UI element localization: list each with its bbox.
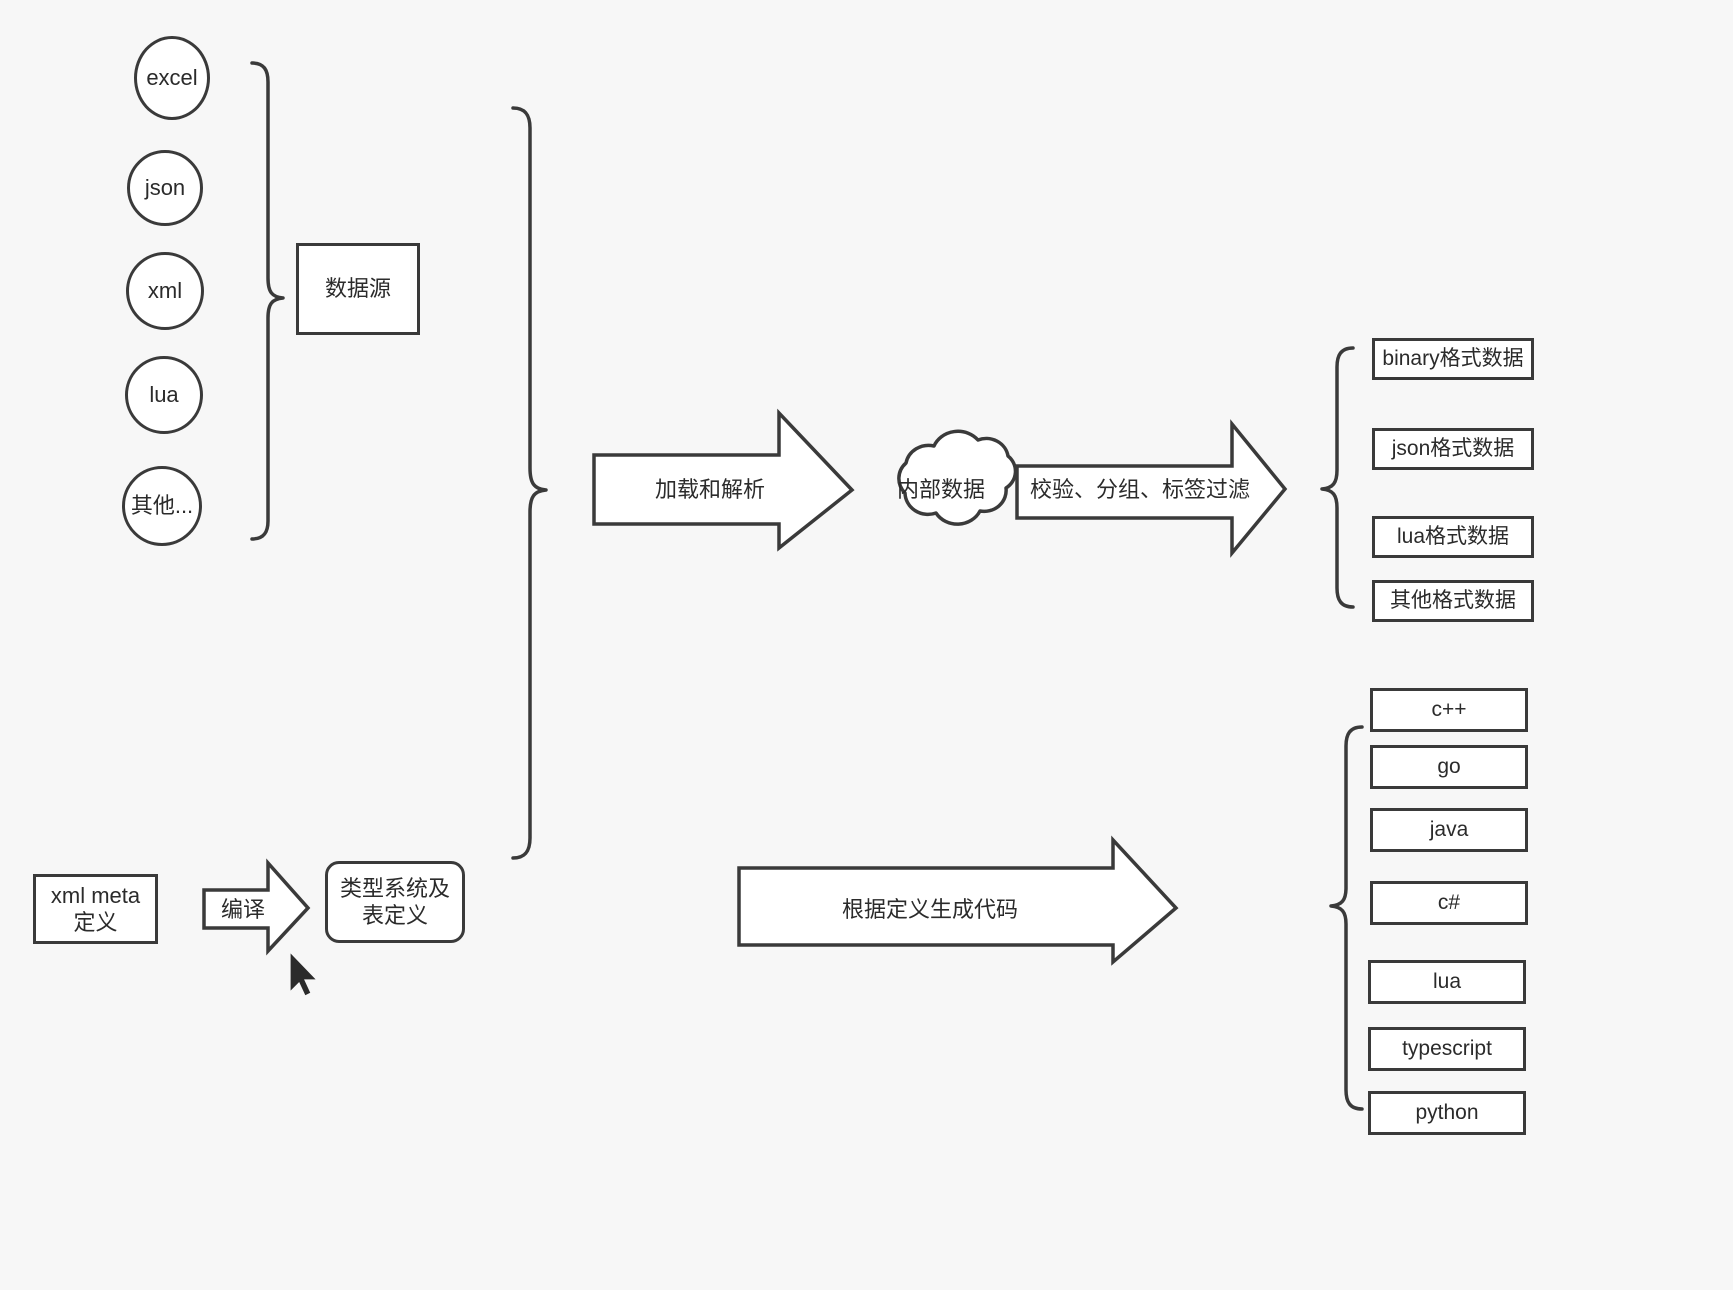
codegen-label-text: 根据定义生成代码 [841,897,1018,922]
compile-arrow [202,858,311,956]
load-parse-label-text: 加载和解析 [654,477,765,502]
source-node-excel[interactable]: excel [134,36,210,120]
xml-meta-definition-label: xml meta定义 [50,882,141,936]
output-language-label: c# [1437,890,1461,914]
internal-data-cloud-label: 内部数据 [886,472,996,504]
codegen-arrow-label: 根据定义生成代码 [760,890,1100,926]
load-parse-arrow [592,408,855,552]
output-format-label: lua格式数据 [1396,524,1510,548]
type-system-table-definition-label: 类型系统及表定义 [339,875,450,929]
filter-label-text: 校验、分组、标签过滤 [1030,477,1251,502]
source-node-other[interactable]: 其他... [122,466,202,546]
output-language-lua[interactable]: lua [1368,960,1526,1004]
output-language-label: typescript [1402,1036,1492,1060]
output-language-label: go [1437,754,1461,778]
languages-brace [1329,725,1364,1111]
output-language-python[interactable]: python [1368,1091,1526,1135]
data-formats-brace [1320,346,1355,609]
validate-group-filter-arrow [1015,419,1288,558]
source-node-xml[interactable]: xml [126,252,204,330]
validate-group-filter-arrow-label: 校验、分组、标签过滤 [1030,470,1250,506]
source-label: lua [149,382,179,408]
cloud-label-text: 内部数据 [896,477,985,502]
internal-data-cloud [897,429,1018,526]
compile-label-text: 编译 [220,897,265,922]
source-label: json [144,175,186,201]
output-format-label: binary格式数据 [1382,346,1524,370]
source-label: excel [146,65,198,91]
compile-arrow-label: 编译 [212,893,274,923]
output-format-binary[interactable]: binary格式数据 [1372,338,1534,380]
source-label: 其他... [130,493,194,519]
data-source-group-box[interactable]: 数据源 [296,243,420,335]
inputs-brace [511,106,548,860]
output-language-cpp[interactable]: c++ [1370,688,1528,732]
source-node-lua[interactable]: lua [125,356,203,434]
output-format-label: 其他格式数据 [1390,588,1516,612]
data-source-group-label: 数据源 [324,276,391,302]
sources-brace [250,61,285,541]
output-language-label: python [1415,1100,1479,1124]
output-format-json[interactable]: json格式数据 [1372,428,1534,470]
source-label: xml [147,278,183,304]
output-language-csharp[interactable]: c# [1370,881,1528,925]
output-language-java[interactable]: java [1370,808,1528,852]
output-language-typescript[interactable]: typescript [1368,1027,1526,1071]
output-language-label: java [1429,817,1469,841]
output-language-label: lua [1432,969,1462,993]
output-language-label: c++ [1431,697,1467,721]
codegen-arrow [737,835,1179,966]
mouse-pointer-icon [289,950,319,997]
output-format-other[interactable]: 其他格式数据 [1372,580,1534,622]
xml-meta-definition-box[interactable]: xml meta定义 [33,874,158,944]
output-language-go[interactable]: go [1370,745,1528,789]
load-parse-arrow-label: 加载和解析 [620,470,800,506]
source-node-json[interactable]: json [127,150,203,226]
output-format-lua[interactable]: lua格式数据 [1372,516,1534,558]
output-format-label: json格式数据 [1391,436,1515,460]
type-system-table-definition-box[interactable]: 类型系统及表定义 [325,861,465,943]
